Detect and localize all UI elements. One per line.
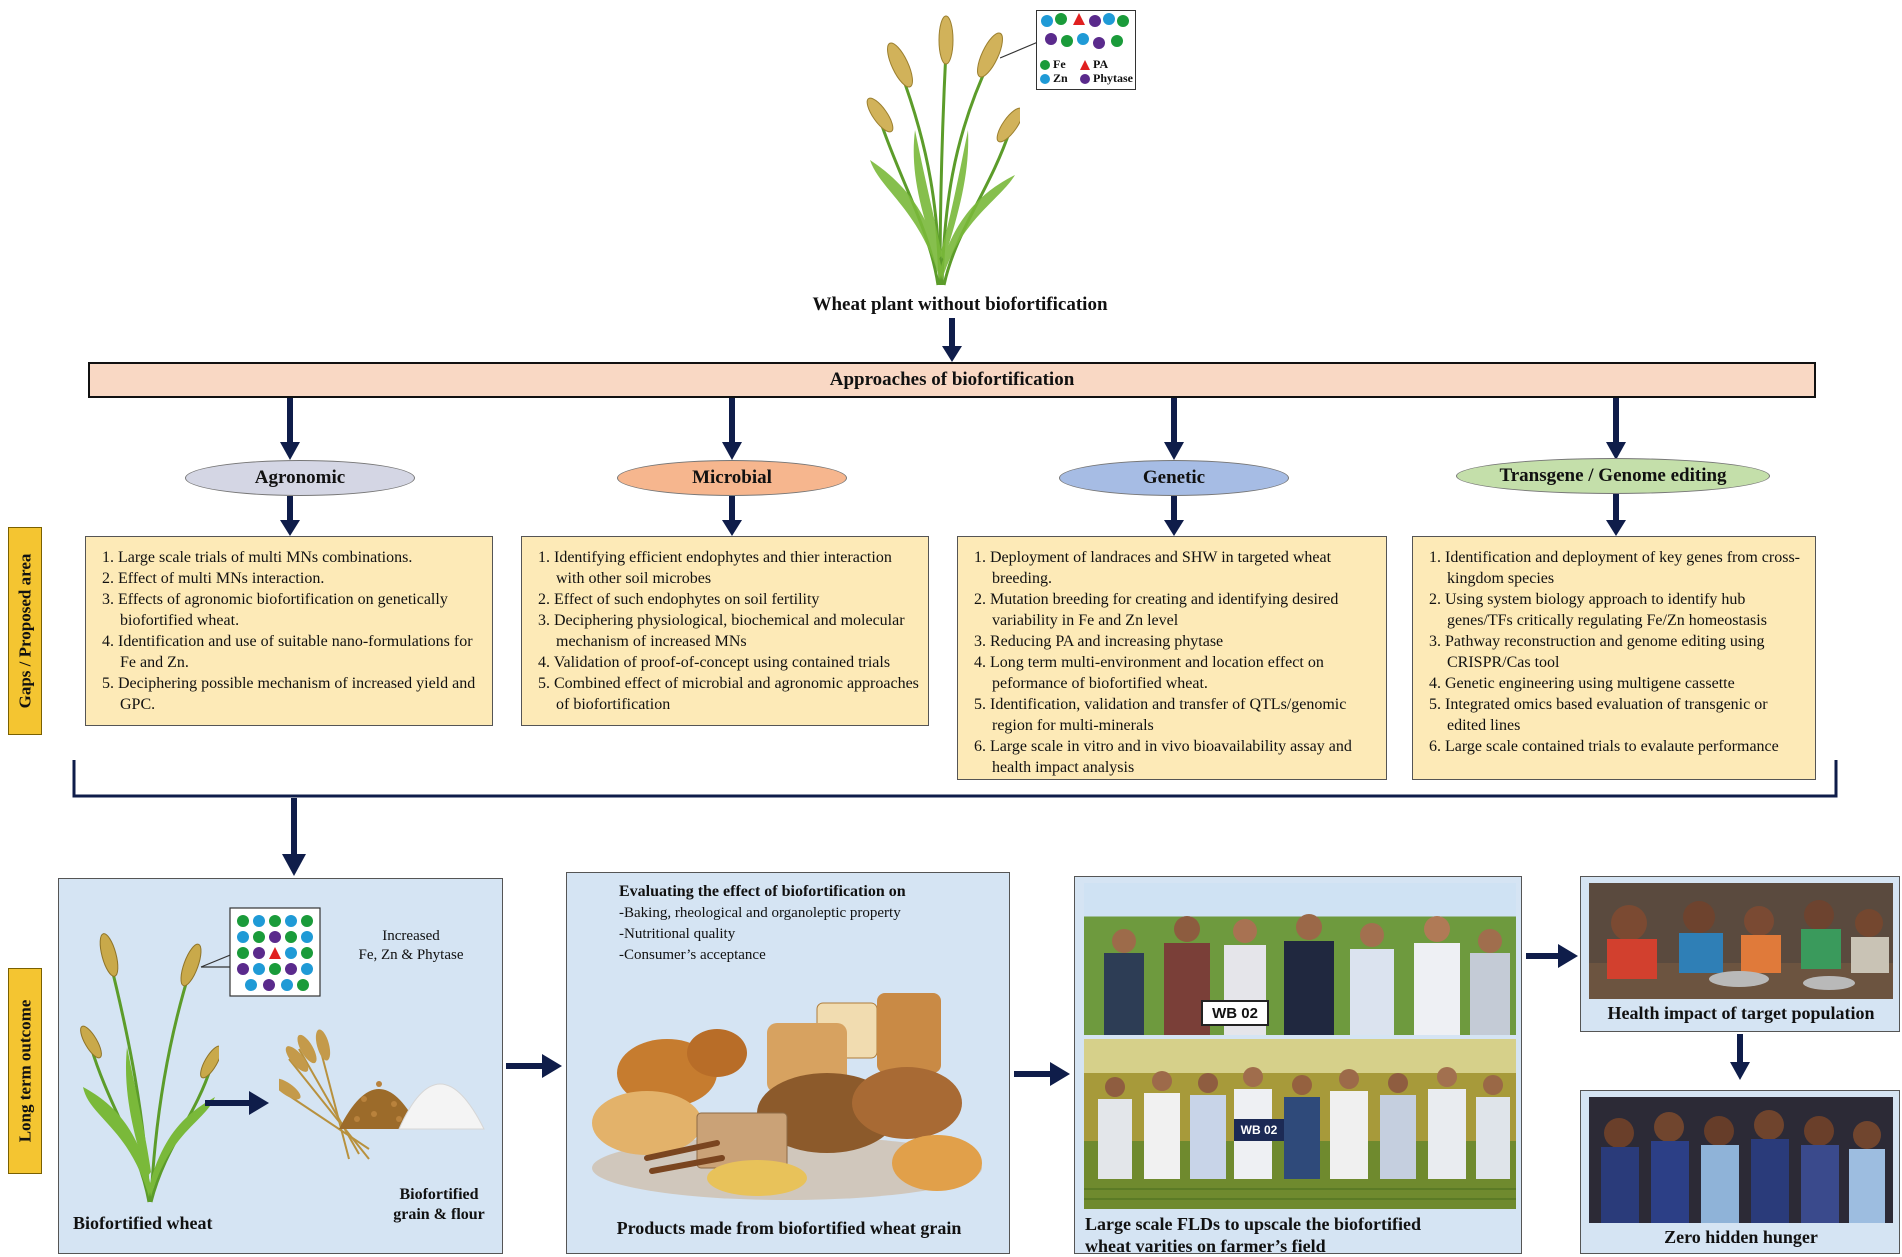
eval-title: Evaluating the effect of biofortificatio… [619,883,906,900]
gap-item: 3. Effects of agronomic biofortification… [102,591,448,629]
eval-item: -Consumer’s acceptance [619,947,766,963]
gaps-genetic: 1. Deployment of landraces and SHW in ta… [957,536,1387,780]
health-impact-panel: Health impact of target population [1580,876,1900,1032]
field-photo-top: WB 02 [1084,883,1516,1035]
gaps-microbial: 1. Identifying efficient endophytes and … [521,536,929,726]
gaps-transgene: 1. Identification and deployment of key … [1412,536,1816,780]
wheat-plant-illustration [866,15,1020,286]
legend-phytase: Phytase [1093,71,1133,85]
arrow-down-icon [282,798,306,876]
products-panel: Evaluating the effect of biofortificatio… [566,872,1010,1254]
gap-item: 5. Identification, validation and transf… [974,696,1347,734]
gap-item: 6. Large scale contained trials to evala… [1429,738,1779,755]
gap-item: 3. Pathway reconstruction and genome edi… [1429,633,1765,671]
field-sign: WB 02 [1212,1004,1258,1022]
gap-item: 2. Mutation breeding for creating and id… [974,591,1339,629]
arrow-down-icon [942,318,962,362]
eval-item: -Baking, rheological and organoleptic pr… [619,905,901,921]
nutrient-dots-icon [229,907,321,997]
health-caption: Health impact of target population [1607,1003,1875,1023]
flds-panel: WB 02 WB 02 Large scale FLDs to upscale … [1074,876,1522,1256]
gap-item: 1. Identifying efficient endophytes and … [538,549,892,587]
arrow-down-icon [280,398,300,460]
field-sign: WB 02 [1240,1123,1278,1137]
gap-item: 2. Using system biology approach to iden… [1429,591,1767,629]
arrow-down-icon [1164,398,1184,460]
gap-item: 5. Deciphering possible mechanism of inc… [102,675,476,713]
micronutrient-legend: Fe PA Zn Phytase [1036,10,1136,90]
pa-triangle-icon [1080,60,1090,70]
gap-item: 4. Long term multi-environment and locat… [974,654,1324,692]
arrow-right-icon [1014,1062,1070,1086]
arrow-right-icon [1526,944,1578,968]
oval-transgene: Transgene / Genome editing [1456,458,1770,494]
gap-item: 3. Reducing PA and increasing phytase [974,633,1224,650]
oval-agronomic: Agronomic [185,460,415,496]
gap-item: 1. Identification and deployment of key … [1429,549,1800,587]
legend-fe: Fe [1053,57,1066,71]
plant-title: Wheat plant without biofortification [812,294,1108,315]
arrow-down-icon [1606,494,1626,536]
gap-item: 5. Combined effect of microbial and agro… [538,675,919,713]
gap-item: 2. Effect of multi MNs interaction. [102,570,325,587]
gap-item: 1. Deployment of landraces and SHW in ta… [974,549,1332,587]
hunger-caption: Zero hidden hunger [1664,1227,1818,1247]
oval-microbial: Microbial [617,460,847,496]
legend-pa: PA [1093,57,1109,71]
outcome-side-label: Long term outcome [15,999,35,1143]
gap-item: 4. Genetic engineering using multigene c… [1429,675,1735,692]
people-silhouettes-icon [1084,1067,1516,1200]
biofortified-wheat-panel: Increased Fe, Zn & Phytase Biofortified … [58,878,503,1254]
outcome-side-tag: Long term outcome [8,968,42,1174]
bakery-products-illustration [592,993,982,1200]
wheat-caption: Biofortified wheat [73,1213,213,1233]
zero-hunger-panel: Zero hidden hunger [1580,1090,1900,1254]
gaps-agronomic: 1. Large scale trials of multi MNs combi… [85,536,493,726]
children-silhouettes-icon [1589,900,1893,999]
gaps-side-label: Gaps / Proposed area [15,553,34,709]
eval-item: -Nutritional quality [619,926,736,942]
arrow-down-icon [722,496,742,536]
phytase-dot-icon [1080,74,1090,84]
arrow-down-icon [1164,496,1184,536]
arrow-right-icon [506,1054,562,1078]
legend-zn: Zn [1053,71,1068,85]
gap-item: 1. Large scale trials of multi MNs combi… [102,549,413,566]
children-silhouettes-icon [1601,1110,1885,1223]
arrow-right-icon [205,1091,269,1115]
arrow-down-icon [722,398,742,460]
gap-item: 2. Effect of such endophytes on soil fer… [538,591,820,608]
zn-dot-icon [1040,74,1050,84]
oval-genetic: Genetic [1059,460,1289,496]
school-children-photo [1589,1097,1893,1223]
increased-label: Increased Fe, Zn & Phytase [358,928,464,963]
gaps-side-tag: Gaps / Proposed area [8,527,42,735]
legend-pointer [1000,41,1039,59]
gap-item: 4. Identification and use of suitable na… [102,633,473,671]
gap-item: 3. Deciphering physiological, biochemica… [538,612,905,650]
grain-and-flour-illustration [279,1029,485,1160]
gap-item: 5. Integrated omics based evaluation of … [1429,696,1768,734]
products-caption: Products made from biofortified wheat gr… [616,1218,962,1238]
gap-item: 4. Validation of proof-of-concept using … [538,654,891,671]
grain-flour-label: Biofortified grain & flour [393,1186,485,1223]
field-photo-bottom: WB 02 [1084,1039,1516,1209]
arrow-down-icon [1730,1034,1750,1080]
gap-item: 6. Large scale in vitro and in vivo bioa… [974,738,1352,776]
people-silhouettes-icon [1104,914,1510,1035]
arrow-down-icon [280,496,300,536]
flds-caption: Large scale FLDs to upscale the bioforti… [1085,1214,1421,1256]
biofortified-wheat-illustration [80,933,219,1203]
nutrient-dots-icon [1041,13,1129,49]
bracket-connector [72,760,1838,798]
approaches-bar: Approaches of biofortification [88,362,1816,398]
children-eating-photo [1589,883,1893,999]
fe-dot-icon [1040,60,1050,70]
arrow-down-icon [1606,398,1626,460]
